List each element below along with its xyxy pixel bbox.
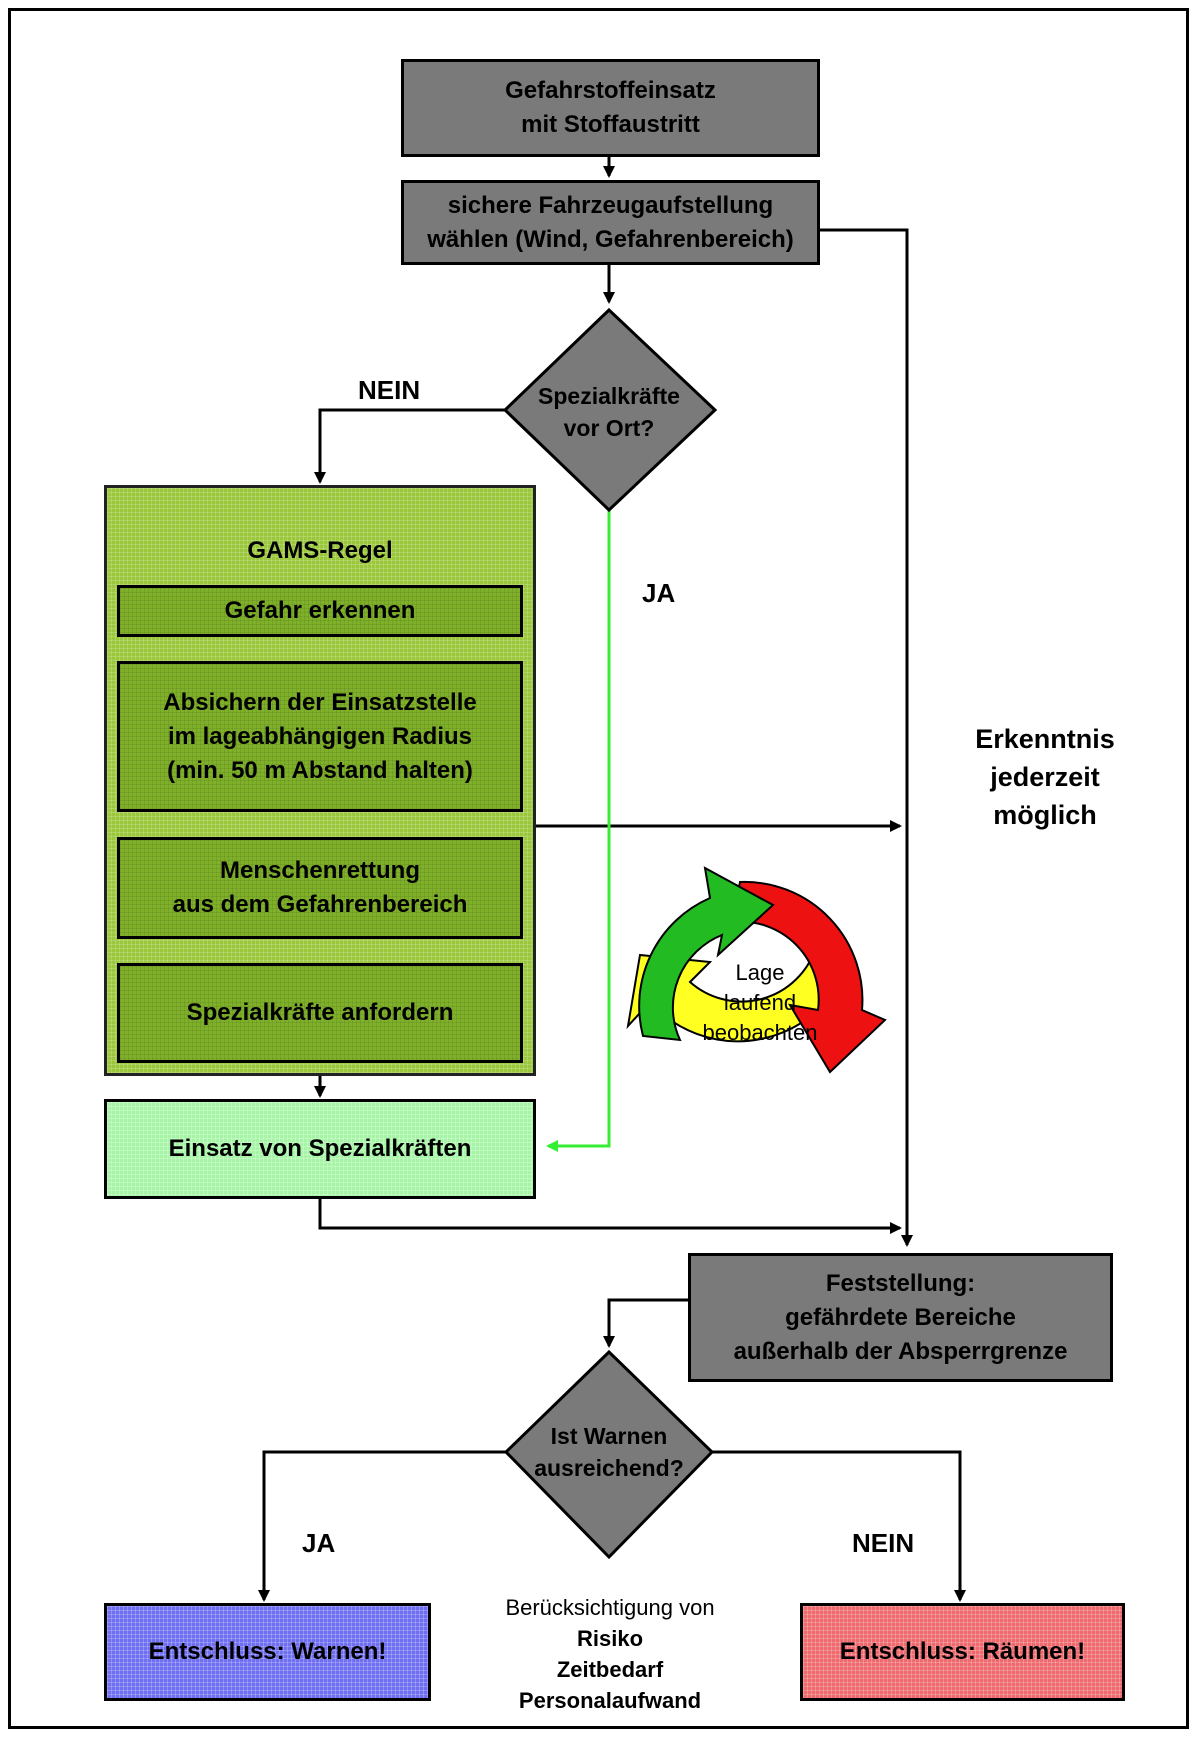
decision2-yes-label: JA: [302, 1528, 336, 1558]
vehicle-placement-box: sichere Fahrzeugaufstellung wählen (Wind…: [401, 180, 820, 265]
decision-special-forces: [502, 307, 718, 513]
cycle-arrow-red: [731, 880, 887, 1074]
arrow-yes-to-warn: [258, 1450, 506, 1602]
start-box: Gefahrstoffeinsatz mit Stoffaustritt: [401, 59, 820, 157]
arrow-insight-line: [818, 228, 913, 1247]
decision-evacuate-box: Entschluss: Räumen!: [800, 1603, 1125, 1701]
decision2-no-label: NEIN: [852, 1528, 915, 1558]
decision-warning: [503, 1349, 715, 1560]
arrow-no-to-evacuate: [712, 1450, 966, 1602]
arrow-yes-to-special: [546, 510, 611, 1152]
gams-title: GAMS-Regel: [247, 537, 393, 564]
arrow-no-to-gams: [314, 408, 505, 484]
decision1-yes-label: JA: [642, 578, 676, 608]
consideration-intro: Berücksichtigung von: [505, 1595, 715, 1620]
diagram-frame: [8, 8, 1189, 1729]
consideration-personnel: Personalaufwand: [518, 1688, 702, 1713]
arrow-special-to-finding: [318, 1199, 902, 1234]
arrow-finding-to-decision: [603, 1298, 688, 1348]
consideration-time: Zeitbedarf: [556, 1657, 664, 1682]
gams-step-request: Spezialkräfte anfordern: [117, 963, 523, 1063]
consideration-risk: Risiko: [576, 1626, 644, 1651]
cycle-graphic: [626, 866, 887, 1074]
special-forces-box: Einsatz von Spezialkräften: [104, 1099, 536, 1199]
decision2-text: Ist Warnen ausreichend?: [534, 1423, 684, 1481]
decision1-no-label: NEIN: [358, 375, 421, 405]
decision-warn-box: Entschluss: Warnen!: [104, 1603, 431, 1701]
gams-step-secure: Absichern der Einsatzstelle im lageabhän…: [117, 661, 523, 812]
consideration-note: Berücksichtigung von Risiko Zeitbedarf P…: [460, 1592, 760, 1716]
insight-label: Erkenntnis jederzeit möglich: [975, 724, 1115, 830]
decision1-text: Spezialkräfte vor Ort?: [538, 383, 680, 441]
cycle-arrow-green: [638, 866, 775, 1042]
cycle-label: Lage laufend beobachten: [702, 960, 818, 1045]
gams-step-recognize: Gefahr erkennen: [117, 585, 523, 637]
finding-box: Feststellung: gefährdete Bereiche außerh…: [688, 1253, 1113, 1382]
gams-step-rescue: Menschenrettung aus dem Gefahrenbereich: [117, 837, 523, 939]
